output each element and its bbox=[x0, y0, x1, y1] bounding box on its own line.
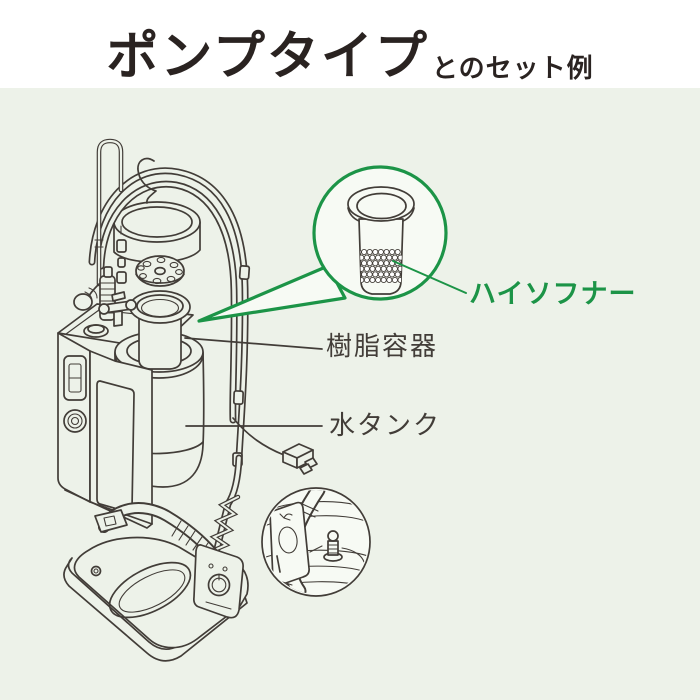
steam-iron bbox=[63, 502, 249, 662]
power-plug-icon bbox=[282, 443, 318, 475]
magnifier-tail bbox=[197, 264, 347, 323]
magnifier-callout bbox=[197, 165, 467, 323]
perforated-cap-disc bbox=[135, 255, 185, 287]
detail-inset-circle bbox=[261, 487, 371, 597]
hose-coil bbox=[209, 454, 243, 554]
inset-valve bbox=[309, 530, 365, 563]
leader-lines bbox=[184, 337, 323, 427]
illustration-panel: 樹脂容器 水タンク ハイソフナー bbox=[0, 88, 700, 700]
title-main: ポンプタイプ bbox=[106, 28, 429, 86]
label-softener: ハイソフナー bbox=[469, 279, 637, 309]
title-suffix: とのセット例 bbox=[431, 53, 594, 83]
label-water-tank: 水タンク bbox=[329, 410, 442, 440]
iron-control-block bbox=[193, 544, 244, 619]
iron-handle bbox=[94, 502, 219, 560]
softener-beads bbox=[359, 248, 403, 284]
softener-cup bbox=[347, 186, 415, 295]
inset-block bbox=[269, 501, 310, 587]
drain-valve bbox=[98, 291, 137, 327]
hose-clip bbox=[137, 157, 157, 204]
illustration-svg bbox=[57, 138, 467, 662]
pump-connectors bbox=[73, 225, 137, 327]
pump-housing bbox=[57, 332, 153, 529]
page-title: ポンプタイプ とのセット例 bbox=[0, 0, 700, 88]
resin-container-cup bbox=[129, 290, 191, 370]
power-switch bbox=[63, 355, 87, 401]
power-cord bbox=[232, 417, 285, 456]
tank-lid-bucket bbox=[113, 201, 201, 264]
softener-leader-line bbox=[392, 260, 467, 294]
siphon-tube bbox=[94, 138, 124, 287]
hose-socket bbox=[63, 409, 87, 433]
label-resin-container: 樹脂容器 bbox=[326, 331, 439, 361]
